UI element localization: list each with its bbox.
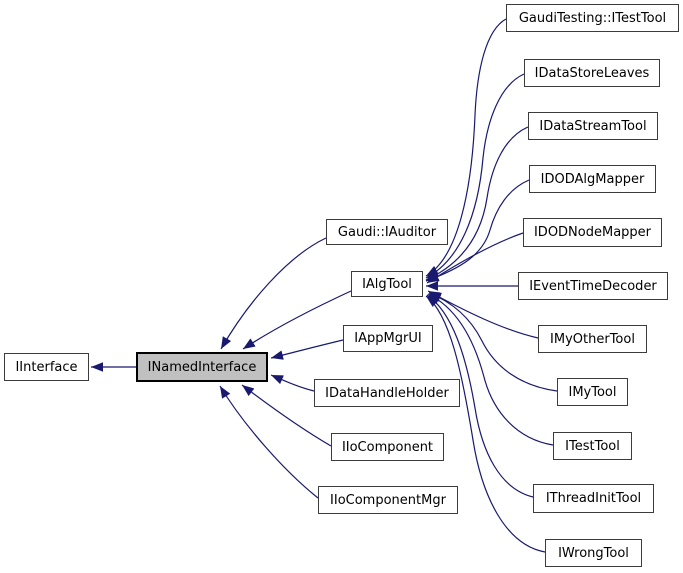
node-idatastoreleaves[interactable]: IDataStoreLeaves: [524, 59, 660, 87]
node-idodalgmapper[interactable]: IDODAlgMapper: [529, 165, 656, 193]
node-label: IMyOtherTool: [550, 331, 635, 347]
node-gauditesting-itesttool[interactable]: GaudiTesting::ITestTool: [506, 4, 679, 32]
node-label: IInterface: [15, 359, 78, 375]
node-gaudi-iauditor[interactable]: Gaudi::IAuditor: [326, 219, 448, 245]
edge-ialgtool-inamedinterface: [242, 290, 352, 350]
node-label: IDataHandleHolder: [325, 385, 449, 401]
node-inamedinterface: INamedInterface: [136, 352, 268, 382]
node-idatahandleholder[interactable]: IDataHandleHolder: [314, 379, 460, 407]
edge-iappmgrui-inamedinterface: [270, 339, 344, 360]
node-iappmgrui[interactable]: IAppMgrUI: [343, 325, 433, 352]
node-iwrongtool[interactable]: IWrongTool: [545, 539, 642, 567]
node-label: IWrongTool: [558, 545, 629, 561]
node-label: Gaudi::IAuditor: [337, 224, 437, 240]
node-label: IThreadInitTool: [545, 491, 642, 506]
node-label: IDataStoreLeaves: [534, 65, 650, 81]
edge-idatahandleholder-inamedinterface: [270, 374, 315, 392]
edge-ithreadinittool-ialgtool: [426, 294, 534, 498]
edge-iwrongtool-ialgtool: [425, 295, 546, 553]
node-label: IAlgTool: [362, 276, 412, 292]
node-imytool[interactable]: IMyTool: [557, 378, 628, 406]
node-label: IDODAlgMapper: [540, 171, 645, 187]
node-imyothertool[interactable]: IMyOtherTool: [538, 325, 647, 353]
edge-idatastoreleaves-ialgtool: [425, 73, 525, 279]
node-label: IIoComponent: [341, 439, 434, 455]
node-label: INamedInterface: [147, 359, 257, 375]
node-ieventtimedecoder[interactable]: IEventTimeDecoder: [518, 272, 668, 300]
edge-itesttool-ialgtool: [427, 293, 554, 446]
node-itesttool[interactable]: ITestTool: [553, 432, 632, 460]
edge-iiocomponentmgr-inamedinterface: [219, 385, 319, 499]
edge-idatastreamtool-ialgtool: [425, 126, 529, 281]
node-idatastreamtool[interactable]: IDataStreamTool: [528, 112, 658, 140]
node-iiocomponentmgr[interactable]: IIoComponentMgr: [318, 486, 458, 514]
edge-gauditesting-itesttool-ialgtool: [425, 18, 507, 277]
node-label: IEventTimeDecoder: [529, 278, 657, 294]
node-label: IAppMgrUI: [354, 331, 422, 346]
node-iinterface[interactable]: IInterface: [4, 353, 89, 381]
node-ialgtool[interactable]: IAlgTool: [351, 271, 423, 297]
node-label: IDODNodeMapper: [533, 225, 652, 240]
edge-idodalgmapper-ialgtool: [425, 179, 530, 282]
edge-imytool-ialgtool: [428, 292, 558, 392]
node-label: IMyTool: [568, 384, 617, 400]
node-label: ITestTool: [565, 438, 620, 454]
edge-iiocomponent-inamedinterface: [241, 384, 332, 447]
node-iiocomponent[interactable]: IIoComponent: [331, 433, 444, 461]
node-idodnodemapper[interactable]: IDODNodeMapper: [523, 218, 662, 247]
node-ithreadinittool[interactable]: IThreadInitTool: [533, 484, 654, 513]
node-label: GaudiTesting::ITestTool: [518, 10, 667, 26]
node-label: IDataStreamTool: [539, 118, 647, 134]
edge-idodnodemapper-ialgtool: [426, 232, 524, 284]
edge-gaudi-iauditor-inamedinterface: [220, 237, 327, 350]
node-label: IIoComponentMgr: [330, 492, 446, 508]
